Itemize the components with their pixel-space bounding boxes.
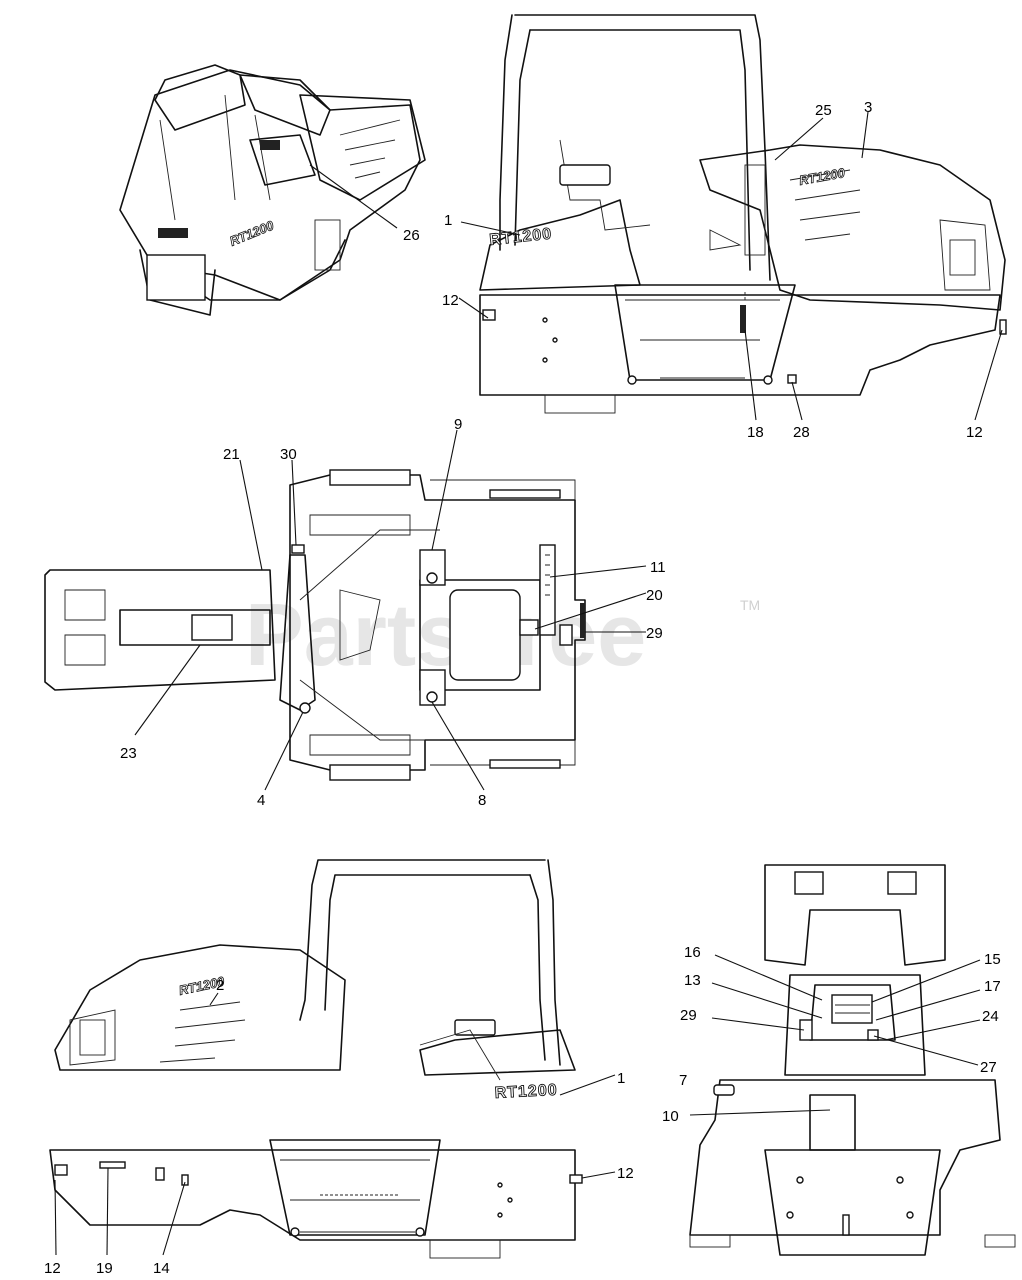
callout-20: 20 bbox=[646, 587, 663, 604]
side-model-decal-right: RT1200 bbox=[489, 225, 553, 248]
callout-18: 18 bbox=[747, 424, 764, 441]
callout-27: 27 bbox=[980, 1059, 997, 1076]
callout-1-bottom: 1 bbox=[617, 1070, 625, 1087]
callout-12-bottom-left: 12 bbox=[44, 1260, 61, 1277]
callout-9: 9 bbox=[454, 416, 462, 433]
isometric-view: RT1200 bbox=[119, 64, 426, 316]
side-brand-decal-right: RT1200 bbox=[798, 165, 847, 188]
callout-10: 10 bbox=[662, 1108, 679, 1125]
callout-2: 2 bbox=[216, 977, 224, 994]
callout-28: 28 bbox=[793, 424, 810, 441]
callout-25: 25 bbox=[815, 102, 832, 119]
callout-4: 4 bbox=[257, 792, 265, 809]
callout-12-top-left: 12 bbox=[442, 292, 459, 309]
callout-8: 8 bbox=[478, 792, 486, 809]
callout-15: 15 bbox=[984, 951, 1001, 968]
watermark-text: PartsTree bbox=[245, 585, 646, 684]
right-side-view: RT1200 RT1200 bbox=[479, 14, 1007, 414]
callout-24: 24 bbox=[982, 1008, 999, 1025]
callout-11: 11 bbox=[650, 559, 666, 576]
left-side-view: RT1200 RT1200 bbox=[49, 859, 583, 1259]
top-view bbox=[44, 469, 586, 781]
callout-3: 3 bbox=[864, 99, 872, 116]
callout-labels: 26 25 3 1 12 18 28 12 21 30 9 11 20 29 2… bbox=[44, 99, 1001, 1277]
callout-17: 17 bbox=[984, 978, 1001, 995]
callout-1-top: 1 bbox=[444, 212, 452, 229]
callout-16: 16 bbox=[684, 944, 701, 961]
iso-brand-decal: RT1200 bbox=[228, 217, 277, 248]
callout-7: 7 bbox=[679, 1072, 687, 1089]
rear-view bbox=[689, 864, 1016, 1256]
callout-30: 30 bbox=[280, 446, 297, 463]
callout-14: 14 bbox=[153, 1260, 170, 1277]
side-model-decal-left: RT1200 bbox=[494, 1082, 558, 1102]
callout-12-bottom-right: 12 bbox=[617, 1165, 634, 1182]
callout-29-rear-view: 29 bbox=[680, 1007, 697, 1024]
callout-12-top-right: 12 bbox=[966, 424, 983, 441]
callout-13: 13 bbox=[684, 972, 701, 989]
callout-29-top-view: 29 bbox=[646, 625, 663, 642]
callout-19: 19 bbox=[96, 1260, 113, 1277]
callout-21: 21 bbox=[223, 446, 240, 463]
leader-lines bbox=[54, 111, 1003, 1256]
watermark-trademark: TM bbox=[740, 597, 760, 613]
callout-26: 26 bbox=[403, 227, 420, 244]
callout-23: 23 bbox=[120, 745, 137, 762]
